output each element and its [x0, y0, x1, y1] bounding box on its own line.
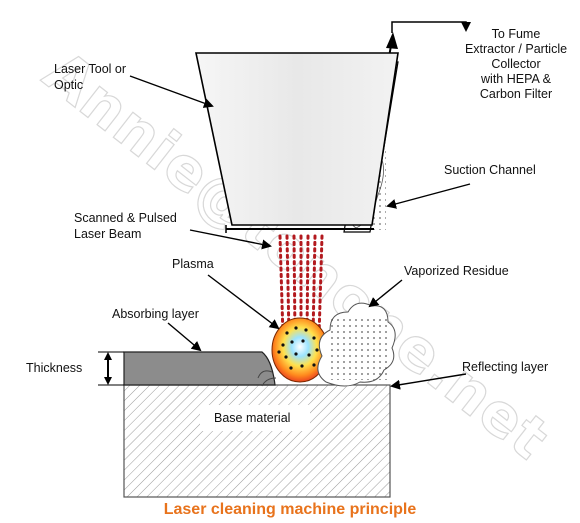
svg-text:Extractor / Particle: Extractor / Particle — [465, 42, 567, 56]
label-scanned-beam: Scanned & Pulsed Laser Beam — [74, 211, 177, 241]
thickness-label: Thickness — [26, 361, 82, 375]
svg-text:Scanned & Pulsed: Scanned & Pulsed — [74, 211, 177, 225]
caption: Laser cleaning machine principle — [164, 501, 417, 518]
scanned-beam-pointer — [189, 229, 272, 250]
svg-text:Laser Beam: Laser Beam — [74, 227, 141, 241]
vaporized-residue-cloud — [317, 302, 396, 387]
label-vaporized-residue: Vaporized Residue — [404, 264, 509, 278]
svg-text:with HEPA &: with HEPA & — [480, 72, 552, 86]
svg-text:Carbon Filter: Carbon Filter — [480, 87, 552, 101]
vaporized-residue-pointer — [368, 279, 403, 308]
laser-tool-pointer — [129, 75, 214, 108]
reflecting-layer-pointer — [390, 373, 467, 390]
label-absorbing-layer: Absorbing layer — [112, 307, 199, 321]
plasma — [257, 317, 339, 387]
plasma-pointer — [207, 274, 280, 330]
laser-optic — [195, 52, 399, 233]
fume-extractor-line — [391, 21, 471, 33]
suction-channel-pointer — [386, 183, 471, 209]
label-laser-tool: Laser Tool or Optic — [54, 62, 126, 92]
svg-text:Optic: Optic — [54, 78, 83, 92]
label-reflecting-layer: Reflecting layer — [462, 360, 548, 374]
base-material: Base material — [123, 384, 391, 498]
label-fume-extractor: To Fume Extractor / Particle Collector w… — [465, 27, 567, 101]
svg-text:To Fume: To Fume — [492, 27, 541, 41]
thickness-dimension: Thickness — [26, 351, 124, 386]
base-material-label: Base material — [214, 411, 290, 425]
svg-text:Laser Tool or: Laser Tool or — [54, 62, 126, 76]
svg-text:Collector: Collector — [491, 57, 540, 71]
absorbing-layer — [123, 351, 276, 386]
absorbing-layer-pointer — [167, 322, 202, 352]
label-suction-channel: Suction Channel — [444, 163, 536, 177]
label-plasma: Plasma — [172, 257, 214, 271]
